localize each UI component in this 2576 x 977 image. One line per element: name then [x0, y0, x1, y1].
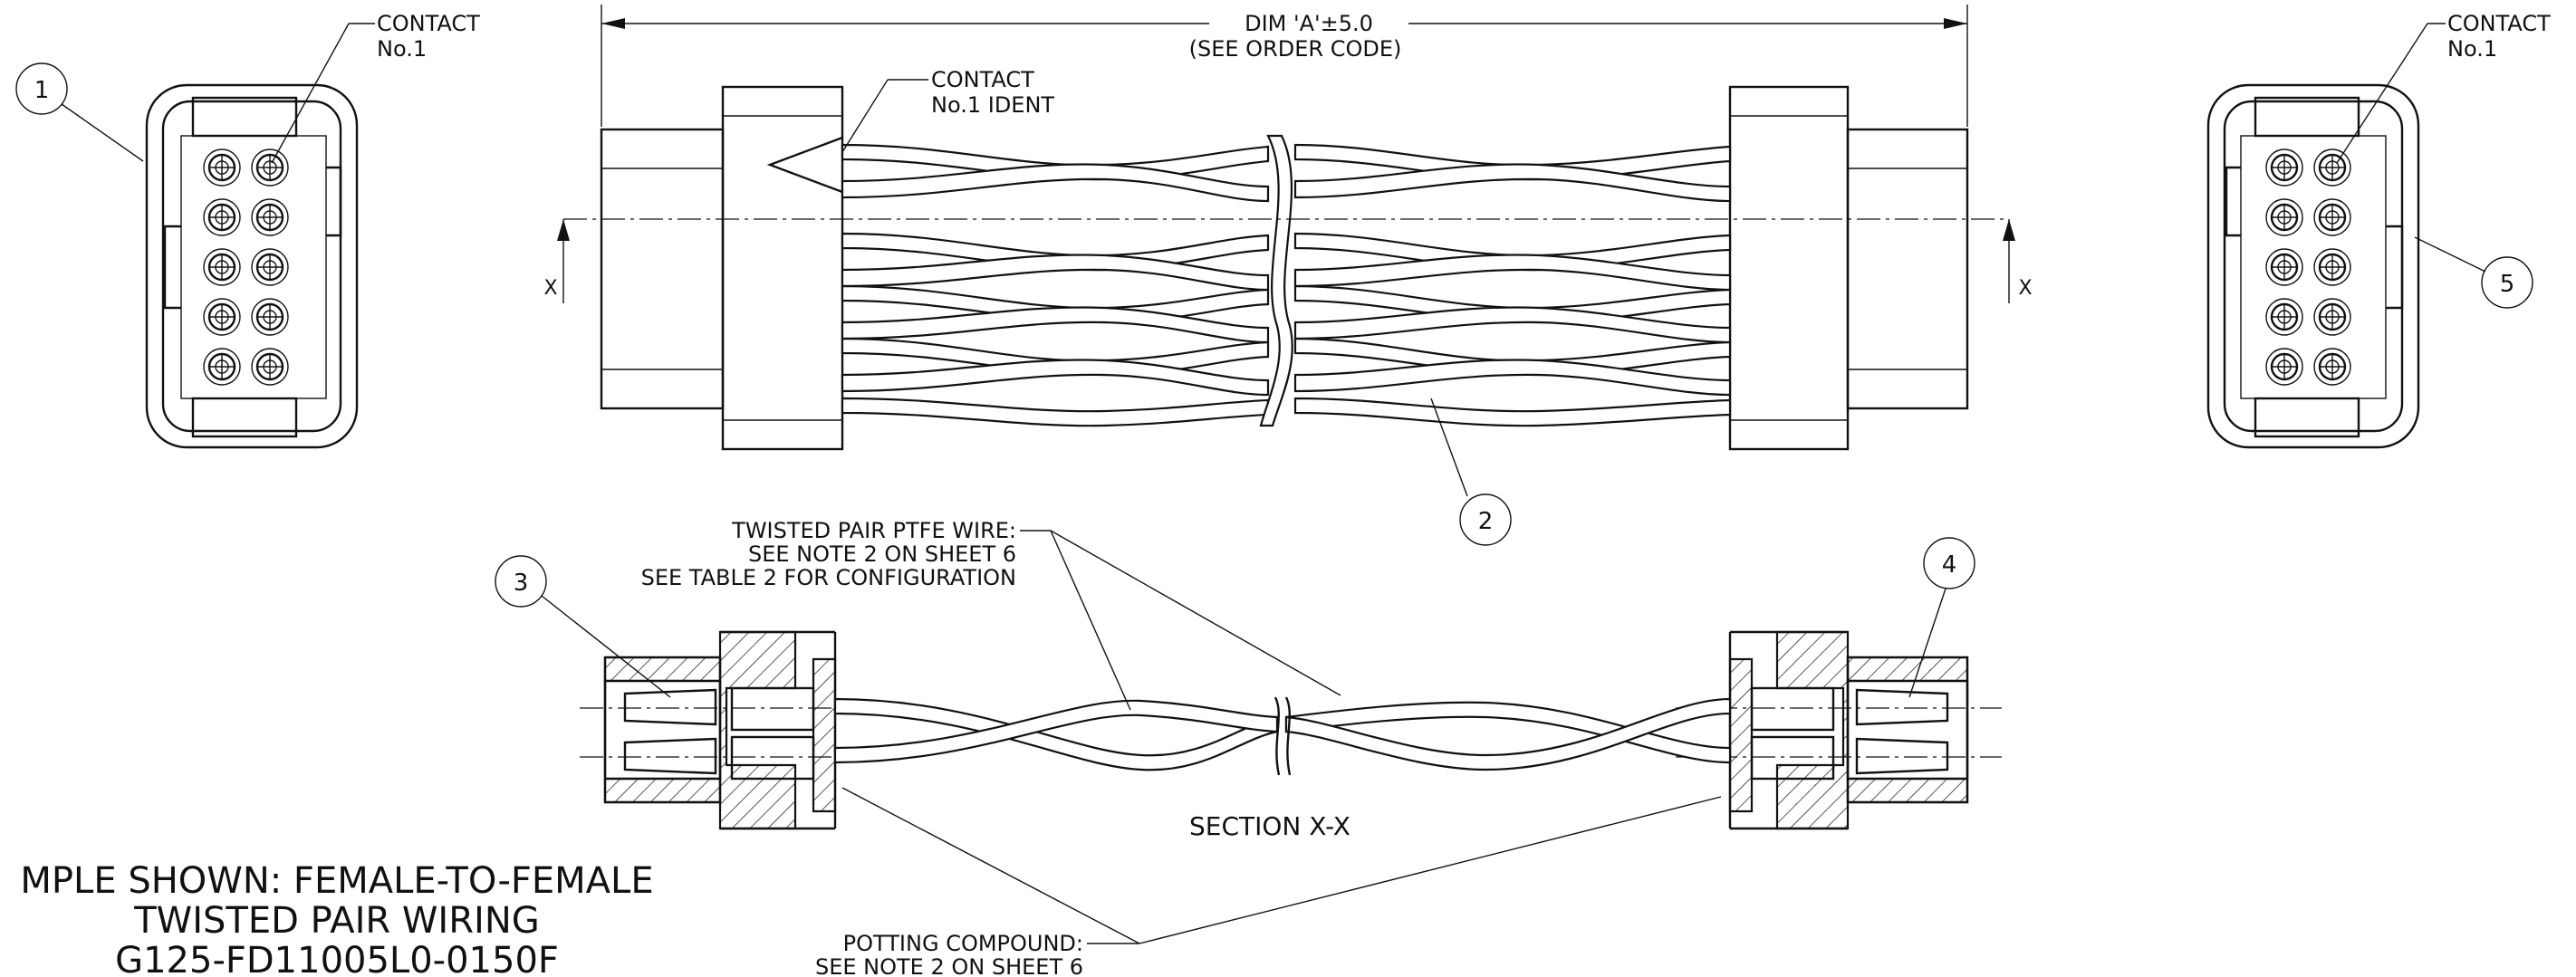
balloon-1: 1 [15, 62, 144, 162]
right-plug-body [1728, 85, 1969, 451]
left-connector-face [145, 83, 359, 449]
balloon-4: 4 [1908, 537, 1975, 698]
balloon-4-label: 4 [1942, 551, 1957, 579]
right-contact-label-1: CONTACT [2447, 11, 2551, 36]
right-contact-callout: CONTACT No.1 [2336, 11, 2551, 164]
balloon-5: 5 [2414, 236, 2533, 309]
wire-note-line-1: TWISTED PAIR PTFE WIRE: [731, 518, 1016, 543]
potting-note-line-1: POTTING COMPOUND: [843, 931, 1083, 956]
balloon-1-label: 1 [34, 77, 50, 104]
balloon-2-label: 2 [1478, 508, 1494, 535]
example-line-2: TWISTED PAIR WIRING [133, 900, 539, 942]
section-mark-right: X [2018, 277, 2032, 300]
left-plug-body [600, 85, 844, 451]
ident-label-2: No.1 IDENT [931, 92, 1054, 118]
right-connector-face [2206, 83, 2420, 449]
left-contact-callout: CONTACT No.1 [271, 11, 480, 164]
balloon-5-label: 5 [2500, 271, 2515, 298]
example-note: MPLE SHOWN: FEMALE-TO-FEMALE TWISTED PAI… [20, 860, 653, 977]
balloon-3-label: 3 [514, 570, 529, 597]
dimension-label-2: (SEE ORDER CODE) [1189, 36, 1402, 62]
twisted-wire-bundle [841, 134, 1732, 427]
example-line-1: MPLE SHOWN: FEMALE-TO-FEMALE [20, 860, 653, 902]
left-contact-label-1: CONTACT [377, 11, 480, 36]
ident-label-1: CONTACT [931, 67, 1034, 92]
section-title: SECTION X-X [1189, 811, 1350, 841]
potting-note-callout: POTTING COMPOUND: SEE NOTE 2 ON SHEET 6 [815, 787, 1722, 977]
wire-note-line-2: SEE NOTE 2 ON SHEET 6 [748, 541, 1016, 567]
wire-note-line-3: SEE TABLE 2 FOR CONFIGURATION [641, 565, 1016, 590]
section-line-x: X X [543, 218, 2033, 303]
dimension-a: DIM 'A'±5.0 (SEE ORDER CODE) [601, 5, 1968, 127]
section-twisted-pair [833, 696, 1732, 776]
potting-note-line-2: SEE NOTE 2 ON SHEET 6 [815, 954, 1083, 977]
contact-ident-callout: CONTACT No.1 IDENT [841, 67, 1054, 153]
right-contact-label-2: No.1 [2447, 36, 2497, 62]
dimension-label-1: DIM 'A'±5.0 [1245, 11, 1373, 36]
balloon-2: 2 [1430, 398, 1512, 546]
section-left-contacts [580, 686, 897, 781]
section-mark-left: X [543, 277, 557, 300]
wire-note-callout: TWISTED PAIR PTFE WIRE: SEE NOTE 2 ON SH… [641, 518, 1341, 711]
left-contact-label-2: No.1 [377, 36, 427, 62]
example-line-3: G125-FD11005L0-0150F [115, 940, 559, 977]
balloon-3: 3 [495, 555, 671, 698]
